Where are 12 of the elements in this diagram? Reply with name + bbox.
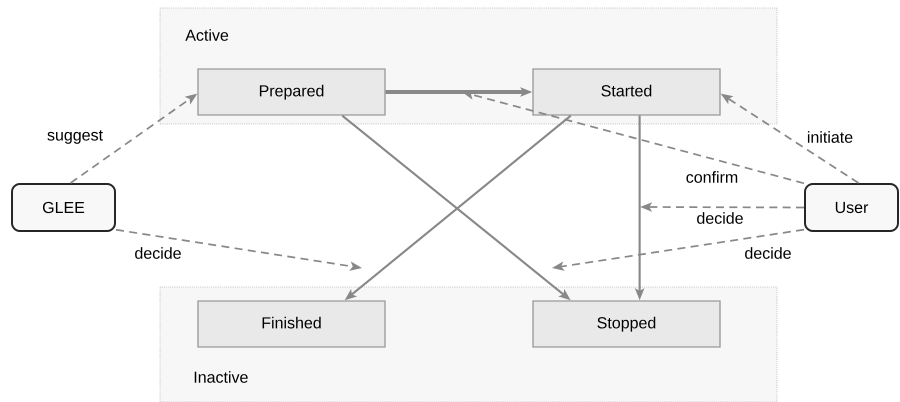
state-box: Started [532, 68, 721, 116]
edge-label: initiate [808, 131, 852, 143]
edge-label: decide [745, 247, 791, 259]
state-box: Stopped [532, 300, 721, 348]
edge-label: confirm [686, 171, 738, 183]
actor-box: User [804, 183, 899, 232]
state-box: Prepared [197, 68, 386, 116]
edge-label: decide [697, 212, 743, 224]
state-box: Finished [197, 300, 386, 348]
edge-label: suggest [47, 130, 103, 144]
edge-label: decide [135, 247, 181, 259]
actor-box: GLEE [11, 183, 116, 232]
